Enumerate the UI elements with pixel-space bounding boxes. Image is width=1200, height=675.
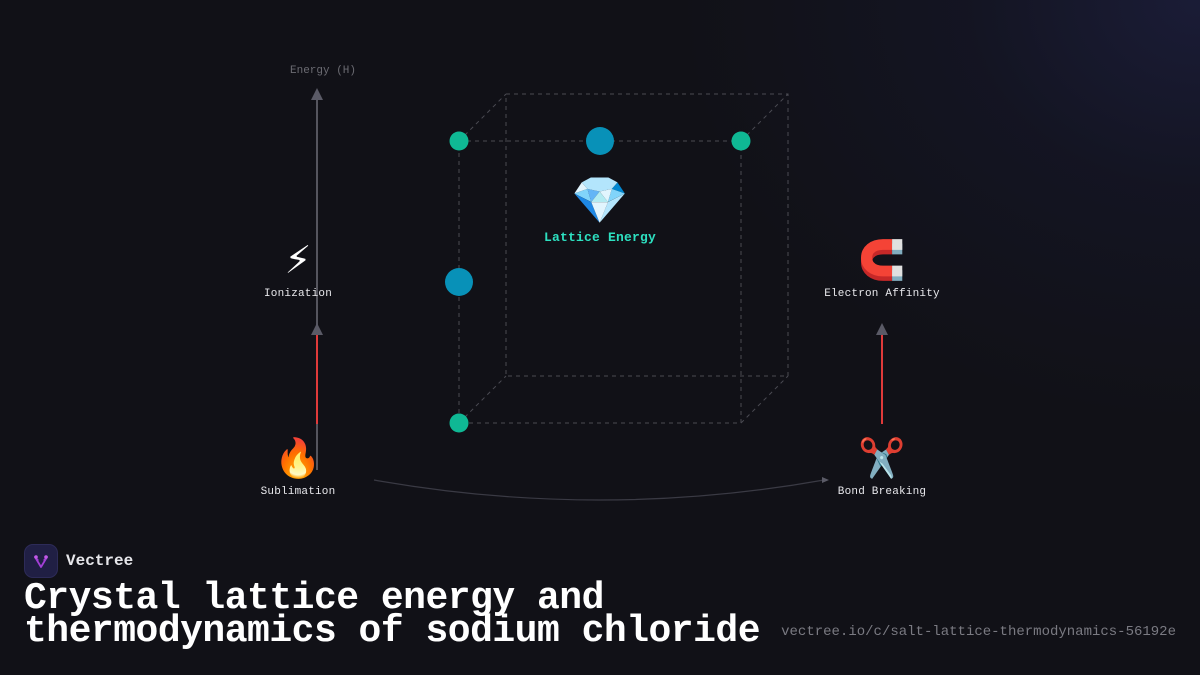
bond-breaking-to-electron-affinity-arrow [876,323,888,424]
electron-affinity-node: 🧲 Electron Affinity [824,238,940,300]
sublimation-to-ionization-arrow [311,323,323,424]
lattice-energy-node: 💎 Lattice Energy [544,174,656,245]
title-line-2: thermodynamics of sodium chloride [24,610,761,653]
vectree-logo-icon [24,544,58,578]
scissors-icon: ✂️ [858,436,906,480]
bond-breaking-node: ✂️ Bond Breaking [838,436,926,498]
lattice-ions [445,127,751,433]
gem-icon: 💎 [571,173,629,227]
title-line-1: Crystal lattice energy and [24,577,604,620]
magnet-icon: 🧲 [858,238,906,282]
sublimation-node: 🔥 Sublimation [261,436,336,498]
lightning-icon: ⚡ [284,238,312,282]
brand-name: Vectree [66,552,134,570]
electron-affinity-label: Electron Affinity [824,288,940,300]
sublimation-to-bond-breaking-curve [373,477,829,501]
energy-axis-label: Energy (H) [289,65,357,77]
bond-breaking-label: Bond Breaking [837,486,927,498]
sodium-ion [731,131,751,151]
brand: Vectree [24,544,133,578]
ionization-node: ⚡ Ionization [264,238,332,300]
chloride-ion [445,268,473,296]
lattice-energy-label: Lattice Energy [543,230,657,245]
source-url: vectree.io/c/salt-lattice-thermodynamics… [781,624,1176,640]
sodium-ion [449,413,469,433]
sublimation-label: Sublimation [260,486,336,498]
chloride-ion [586,127,614,155]
fire-icon: 🔥 [274,436,322,480]
sodium-ion [449,131,469,151]
page-title: Crystal lattice energy and thermodynamic… [24,577,761,653]
ionization-label: Ionization [263,288,333,300]
